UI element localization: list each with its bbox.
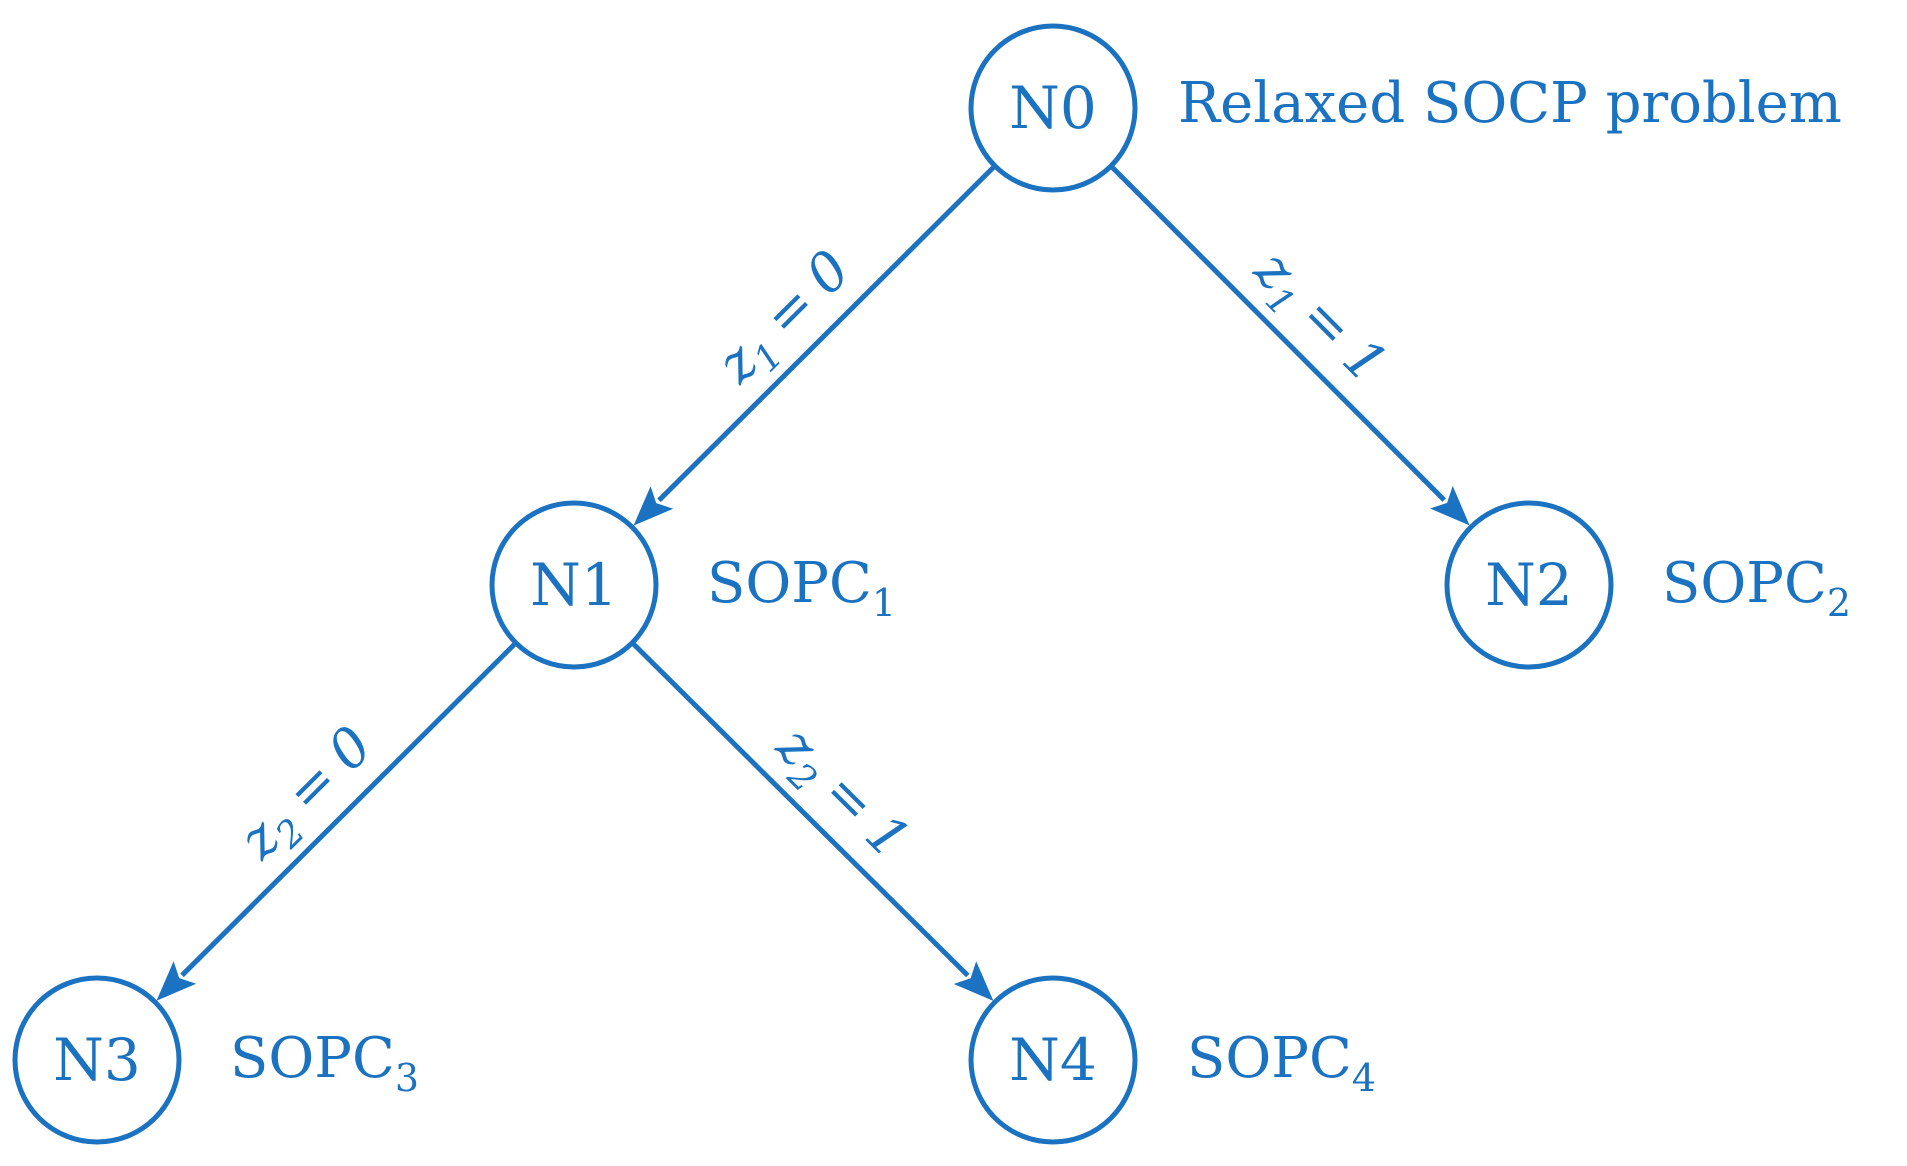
node-circle xyxy=(968,975,1138,1145)
edge-line xyxy=(180,641,518,978)
node-description: SOPC2 xyxy=(1662,551,1851,625)
node-n0: N0 xyxy=(968,23,1138,193)
edge-line xyxy=(1109,164,1447,502)
node-n4: N4 xyxy=(968,975,1138,1145)
node-description-sub: 1 xyxy=(872,581,896,625)
edge-n0-n2: z1=1 xyxy=(1109,164,1470,526)
edge-line xyxy=(657,164,997,503)
node-description-main: SOPC xyxy=(707,551,872,616)
edge-n1-n4: z2=1 xyxy=(630,640,994,1001)
node-circle xyxy=(489,500,659,670)
node-description-sub: 3 xyxy=(395,1056,419,1100)
node-description: SOPC1 xyxy=(707,551,896,625)
node-description-main: SOPC xyxy=(230,1026,395,1091)
node-label: N4 xyxy=(1009,1026,1097,1094)
node-description: SOPC4 xyxy=(1187,1026,1376,1100)
node-circle xyxy=(1444,500,1614,670)
node-description-sub: 4 xyxy=(1352,1056,1376,1100)
node-label: N3 xyxy=(53,1026,141,1094)
arrowhead-icon xyxy=(1430,485,1470,526)
node-n3: N3 xyxy=(12,975,182,1145)
arrowhead-icon xyxy=(953,961,994,1001)
node-description: SOPC3 xyxy=(230,1026,419,1100)
edge-n1-n3: z2=0 xyxy=(156,641,518,1001)
node-label: N0 xyxy=(1009,74,1097,142)
node-description-main: Relaxed SOCP problem xyxy=(1178,71,1842,136)
node-n1: N1 xyxy=(489,500,659,670)
node-description-main: SOPC xyxy=(1662,551,1827,616)
arrowhead-icon xyxy=(633,486,674,526)
edge-n0-n1: z1=0 xyxy=(633,164,997,526)
edge-line xyxy=(630,640,970,978)
node-description: Relaxed SOCP problem xyxy=(1178,71,1842,136)
node-label: N1 xyxy=(530,551,618,619)
node-label: N2 xyxy=(1485,551,1573,619)
node-n2: N2 xyxy=(1444,500,1614,670)
node-circle xyxy=(12,975,182,1145)
node-description-sub: 2 xyxy=(1827,581,1851,625)
node-description-main: SOPC xyxy=(1187,1026,1352,1091)
arrowhead-icon xyxy=(156,961,197,1001)
node-circle xyxy=(968,23,1138,193)
